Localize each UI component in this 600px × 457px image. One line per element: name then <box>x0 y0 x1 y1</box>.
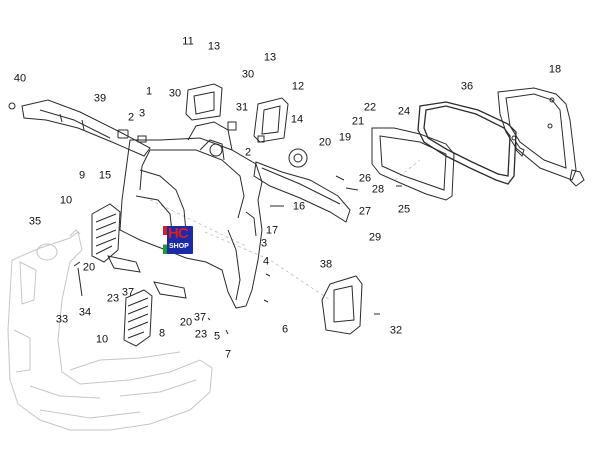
scooter-frame <box>7 229 213 431</box>
callout-23: 23 <box>194 328 208 341</box>
callout-33: 33 <box>55 313 69 326</box>
callout-2: 2 <box>127 111 135 124</box>
callout-8: 8 <box>158 327 166 340</box>
callout-20: 20 <box>82 261 96 274</box>
callout-32: 32 <box>389 324 403 337</box>
bracket-38 <box>321 275 363 335</box>
callout-37: 37 <box>193 311 207 324</box>
small-hardware <box>117 121 265 143</box>
callout-15: 15 <box>98 169 112 182</box>
callout-30: 30 <box>168 87 182 100</box>
callout-19: 19 <box>338 131 352 144</box>
screw-40 <box>8 102 16 110</box>
callout-20: 20 <box>179 316 193 329</box>
callout-31: 31 <box>235 101 249 114</box>
callout-10: 10 <box>59 194 73 207</box>
top-cover-39 <box>21 99 151 157</box>
callout-17: 17 <box>265 224 279 237</box>
bracket-20 <box>107 255 187 299</box>
legshield-back <box>119 121 263 309</box>
callout-29: 29 <box>368 231 382 244</box>
callout-1: 1 <box>145 85 153 98</box>
callout-34: 34 <box>78 306 92 319</box>
logo-brand: HC <box>168 225 189 242</box>
callout-4: 4 <box>262 255 270 268</box>
callout-26: 26 <box>358 172 372 185</box>
callout-20: 20 <box>318 136 332 149</box>
callout-16: 16 <box>292 200 306 213</box>
callout-38: 38 <box>319 258 333 271</box>
leader-dashes <box>149 159 421 301</box>
callout-11: 11 <box>182 35 194 48</box>
rod-33 <box>73 261 83 297</box>
lock-14 <box>288 148 308 168</box>
grille-8 <box>123 289 153 347</box>
shop-logo: HC SHOP <box>163 226 193 254</box>
callout-13: 13 <box>263 51 277 64</box>
callout-24: 24 <box>397 105 411 118</box>
callout-2: 2 <box>244 146 252 159</box>
callout-30: 30 <box>241 68 255 81</box>
seal-36 <box>417 101 517 185</box>
storage-panel-24 <box>371 127 455 201</box>
glove-box-door-18 <box>497 87 577 181</box>
handle-trim-29 <box>253 161 351 223</box>
callout-25: 25 <box>397 203 411 216</box>
callout-13: 13 <box>207 40 221 53</box>
hinges <box>515 140 585 187</box>
callout-21: 21 <box>351 115 365 128</box>
callout-23: 23 <box>106 292 120 305</box>
screws <box>207 175 402 335</box>
callout-10: 10 <box>95 333 109 346</box>
callout-37: 37 <box>121 286 135 299</box>
callout-22: 22 <box>363 101 377 114</box>
callout-7: 7 <box>224 348 232 361</box>
logo-sub: SHOP <box>169 243 189 250</box>
callout-3: 3 <box>260 237 268 250</box>
callout-28: 28 <box>371 183 385 196</box>
callout-39: 39 <box>93 92 107 105</box>
callout-6: 6 <box>281 323 289 336</box>
callout-36: 36 <box>460 80 474 93</box>
logo-flag <box>163 226 167 254</box>
callout-9: 9 <box>78 169 86 182</box>
callout-35: 35 <box>28 215 42 228</box>
callout-12: 12 <box>291 80 305 93</box>
callout-18: 18 <box>548 63 562 76</box>
callout-27: 27 <box>358 205 372 218</box>
glove-box-door-12 <box>253 97 289 143</box>
callout-40: 40 <box>13 72 27 85</box>
glove-box-door-11 <box>185 83 223 121</box>
grille-9 <box>91 203 121 263</box>
callout-14: 14 <box>290 113 304 126</box>
callout-5: 5 <box>213 330 221 343</box>
callout-3: 3 <box>138 107 146 120</box>
